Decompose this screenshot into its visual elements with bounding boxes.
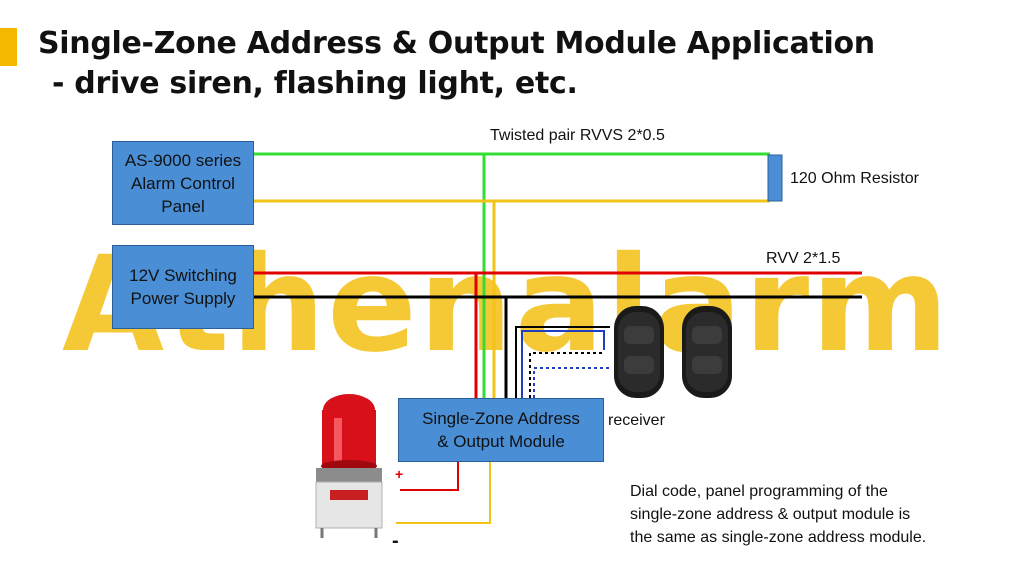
receiver-wire-dotted-1 [529, 352, 604, 398]
note-line-3: the same as single-zone address module. [630, 529, 927, 546]
note-line-2: single-zone address & output module is [630, 506, 911, 523]
resistor-label: 120 Ohm Resistor [790, 170, 919, 187]
plus-terminal-label: + [395, 466, 404, 482]
address-output-module: Single-Zone Address & Output Module [398, 398, 604, 462]
module-line-1: Single-Zone Address [422, 409, 580, 428]
title-accent-bar [0, 28, 17, 66]
module-line-2: & Output Module [437, 432, 565, 451]
power-supply-line-2: Power Supply [130, 289, 236, 308]
beam-receiver-icon [614, 306, 732, 398]
control-panel-line-2: Alarm Control [131, 173, 235, 193]
receiver-wire-black [515, 326, 610, 398]
siren-wire-yellow [396, 462, 491, 524]
power-supply-line-1: 12V Switching [129, 266, 237, 285]
rvv-label: RVV 2*1.5 [766, 250, 841, 267]
siren-light-icon [315, 394, 383, 538]
page-subtitle: - drive siren, flashing light, etc. [52, 66, 578, 101]
switching-power-supply: 12V Switching Power Supply [112, 245, 254, 329]
minus-terminal-label: - [392, 530, 399, 552]
control-panel-line-3: Panel [161, 196, 205, 216]
alarm-control-panel: AS-9000 series Alarm Control Panel [112, 141, 254, 225]
note-line-1: Dial code, panel programming of the [630, 483, 888, 500]
siren-wire-red [400, 462, 459, 491]
receiver-label: receiver [608, 412, 665, 429]
receiver-wire-blue [521, 330, 605, 398]
resistor-body [767, 154, 783, 202]
receiver-wire-dotted-2 [533, 367, 610, 398]
control-panel-line-1: AS-9000 series [124, 150, 242, 170]
twisted-pair-label: Twisted pair RVVS 2*0.5 [490, 127, 665, 144]
page-title: Single-Zone Address & Output Module Appl… [38, 26, 875, 61]
programming-note: Dial code, panel programming of the sing… [630, 480, 926, 549]
